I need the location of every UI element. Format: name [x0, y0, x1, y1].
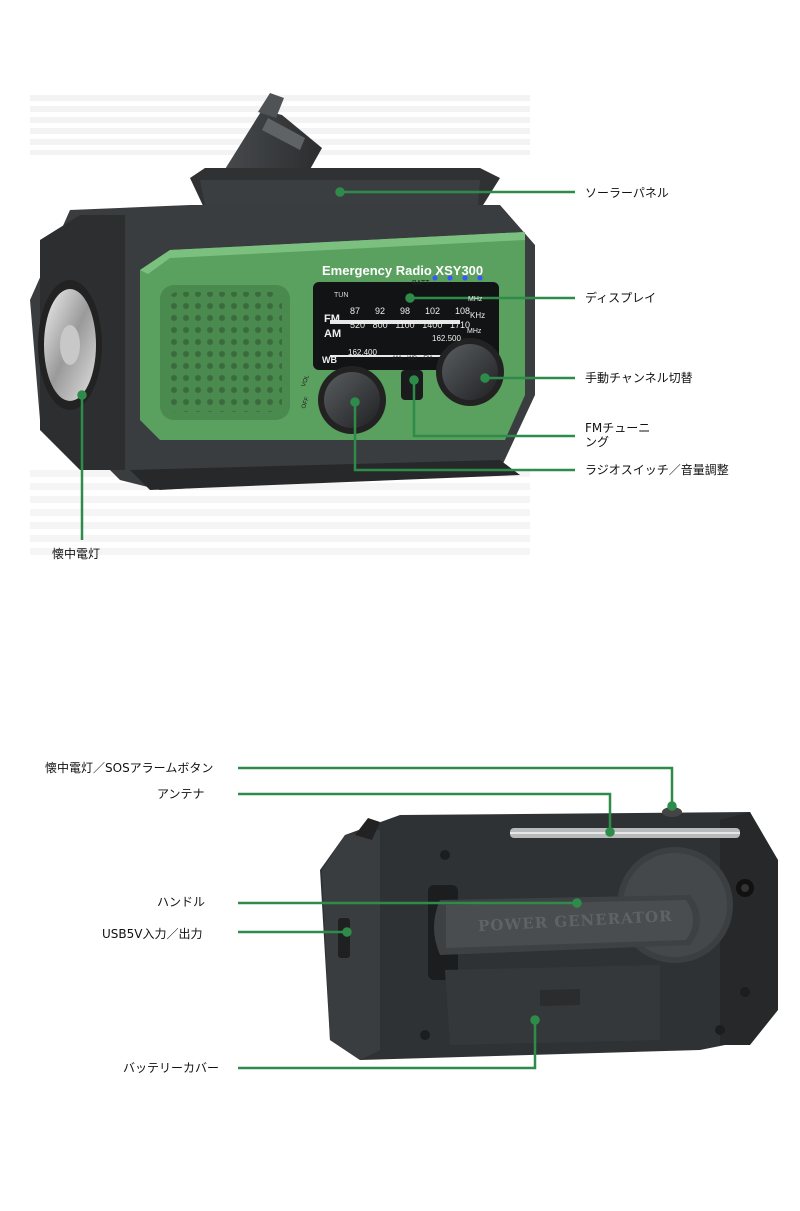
fm-scale: 87 92 98 102 108 — [350, 306, 470, 316]
wb-unit: MHz — [467, 328, 482, 335]
fm-scale-value: 108 — [454, 306, 470, 316]
fm-unit: MHz — [468, 296, 483, 303]
callout-lines-top — [77, 187, 575, 540]
fm-scale-value: 92 — [374, 306, 385, 316]
tun-indicator: TUN — [334, 292, 349, 299]
brand-label: Emergency Radio XSY300 — [322, 263, 484, 278]
fm-scale-value: 102 — [424, 306, 440, 316]
callout-flashlight: 懐中電灯 — [52, 547, 101, 561]
wb-high: 162.500 — [432, 334, 461, 343]
callout-radio-switch: ラジオスイッチ／音量調整 — [585, 463, 729, 477]
wb-band-label: WB — [322, 355, 337, 365]
band-label: AM — [392, 356, 401, 362]
callout-solar-panel: ソーラーパネル — [585, 186, 669, 200]
sos-button[interactable] — [662, 807, 682, 817]
callout-battery-cover: バッテリーカバー — [123, 1061, 220, 1075]
am-scale-value: 1710 — [449, 320, 470, 330]
am-scale-value: 1100 — [395, 320, 415, 330]
am-scale-value: 1400 — [422, 320, 443, 330]
band-switch-labels: AM WB FM — [392, 356, 432, 362]
callout-lines-bottom — [238, 766, 677, 1070]
am-scale-value: 800 — [372, 320, 388, 330]
am-band-label: AM — [324, 328, 342, 340]
tuning-knob[interactable] — [442, 344, 498, 400]
callout-manual-channel: 手動チャンネル切替 — [585, 371, 693, 385]
band-label: WB — [407, 356, 417, 362]
usb-port-cover[interactable] — [338, 918, 350, 958]
am-scale-value: 520 — [350, 320, 366, 330]
callout-handle: ハンドル — [157, 895, 206, 909]
am-scale: 520 800 1100 1400 1710 — [350, 320, 470, 330]
callout-antenna: アンテナ — [157, 787, 205, 801]
callout-display: ディスプレイ — [585, 291, 657, 305]
fm-scale-value: 87 — [350, 306, 361, 316]
am-unit: KHz — [470, 311, 486, 320]
wb-low: 162.400 — [348, 348, 377, 357]
callout-fm-tuning-line2: ング — [585, 435, 610, 449]
callout-usb: USB5V入力／出力 — [102, 927, 203, 941]
fm-band-label: FM — [324, 313, 340, 325]
speaker-grille — [160, 285, 290, 420]
batt-indicator: BATT — [412, 280, 430, 287]
callout-sos-button: 懐中電灯／SOSアラームボタン — [45, 761, 214, 775]
background-watermark-lower — [30, 470, 530, 560]
callout-fm-tuning-line1: FMチューニ — [585, 421, 651, 435]
band-label: FM — [423, 356, 432, 362]
fm-scale-value: 98 — [399, 306, 410, 316]
callout-fm-tuning: FMチューニ ング — [585, 421, 650, 449]
